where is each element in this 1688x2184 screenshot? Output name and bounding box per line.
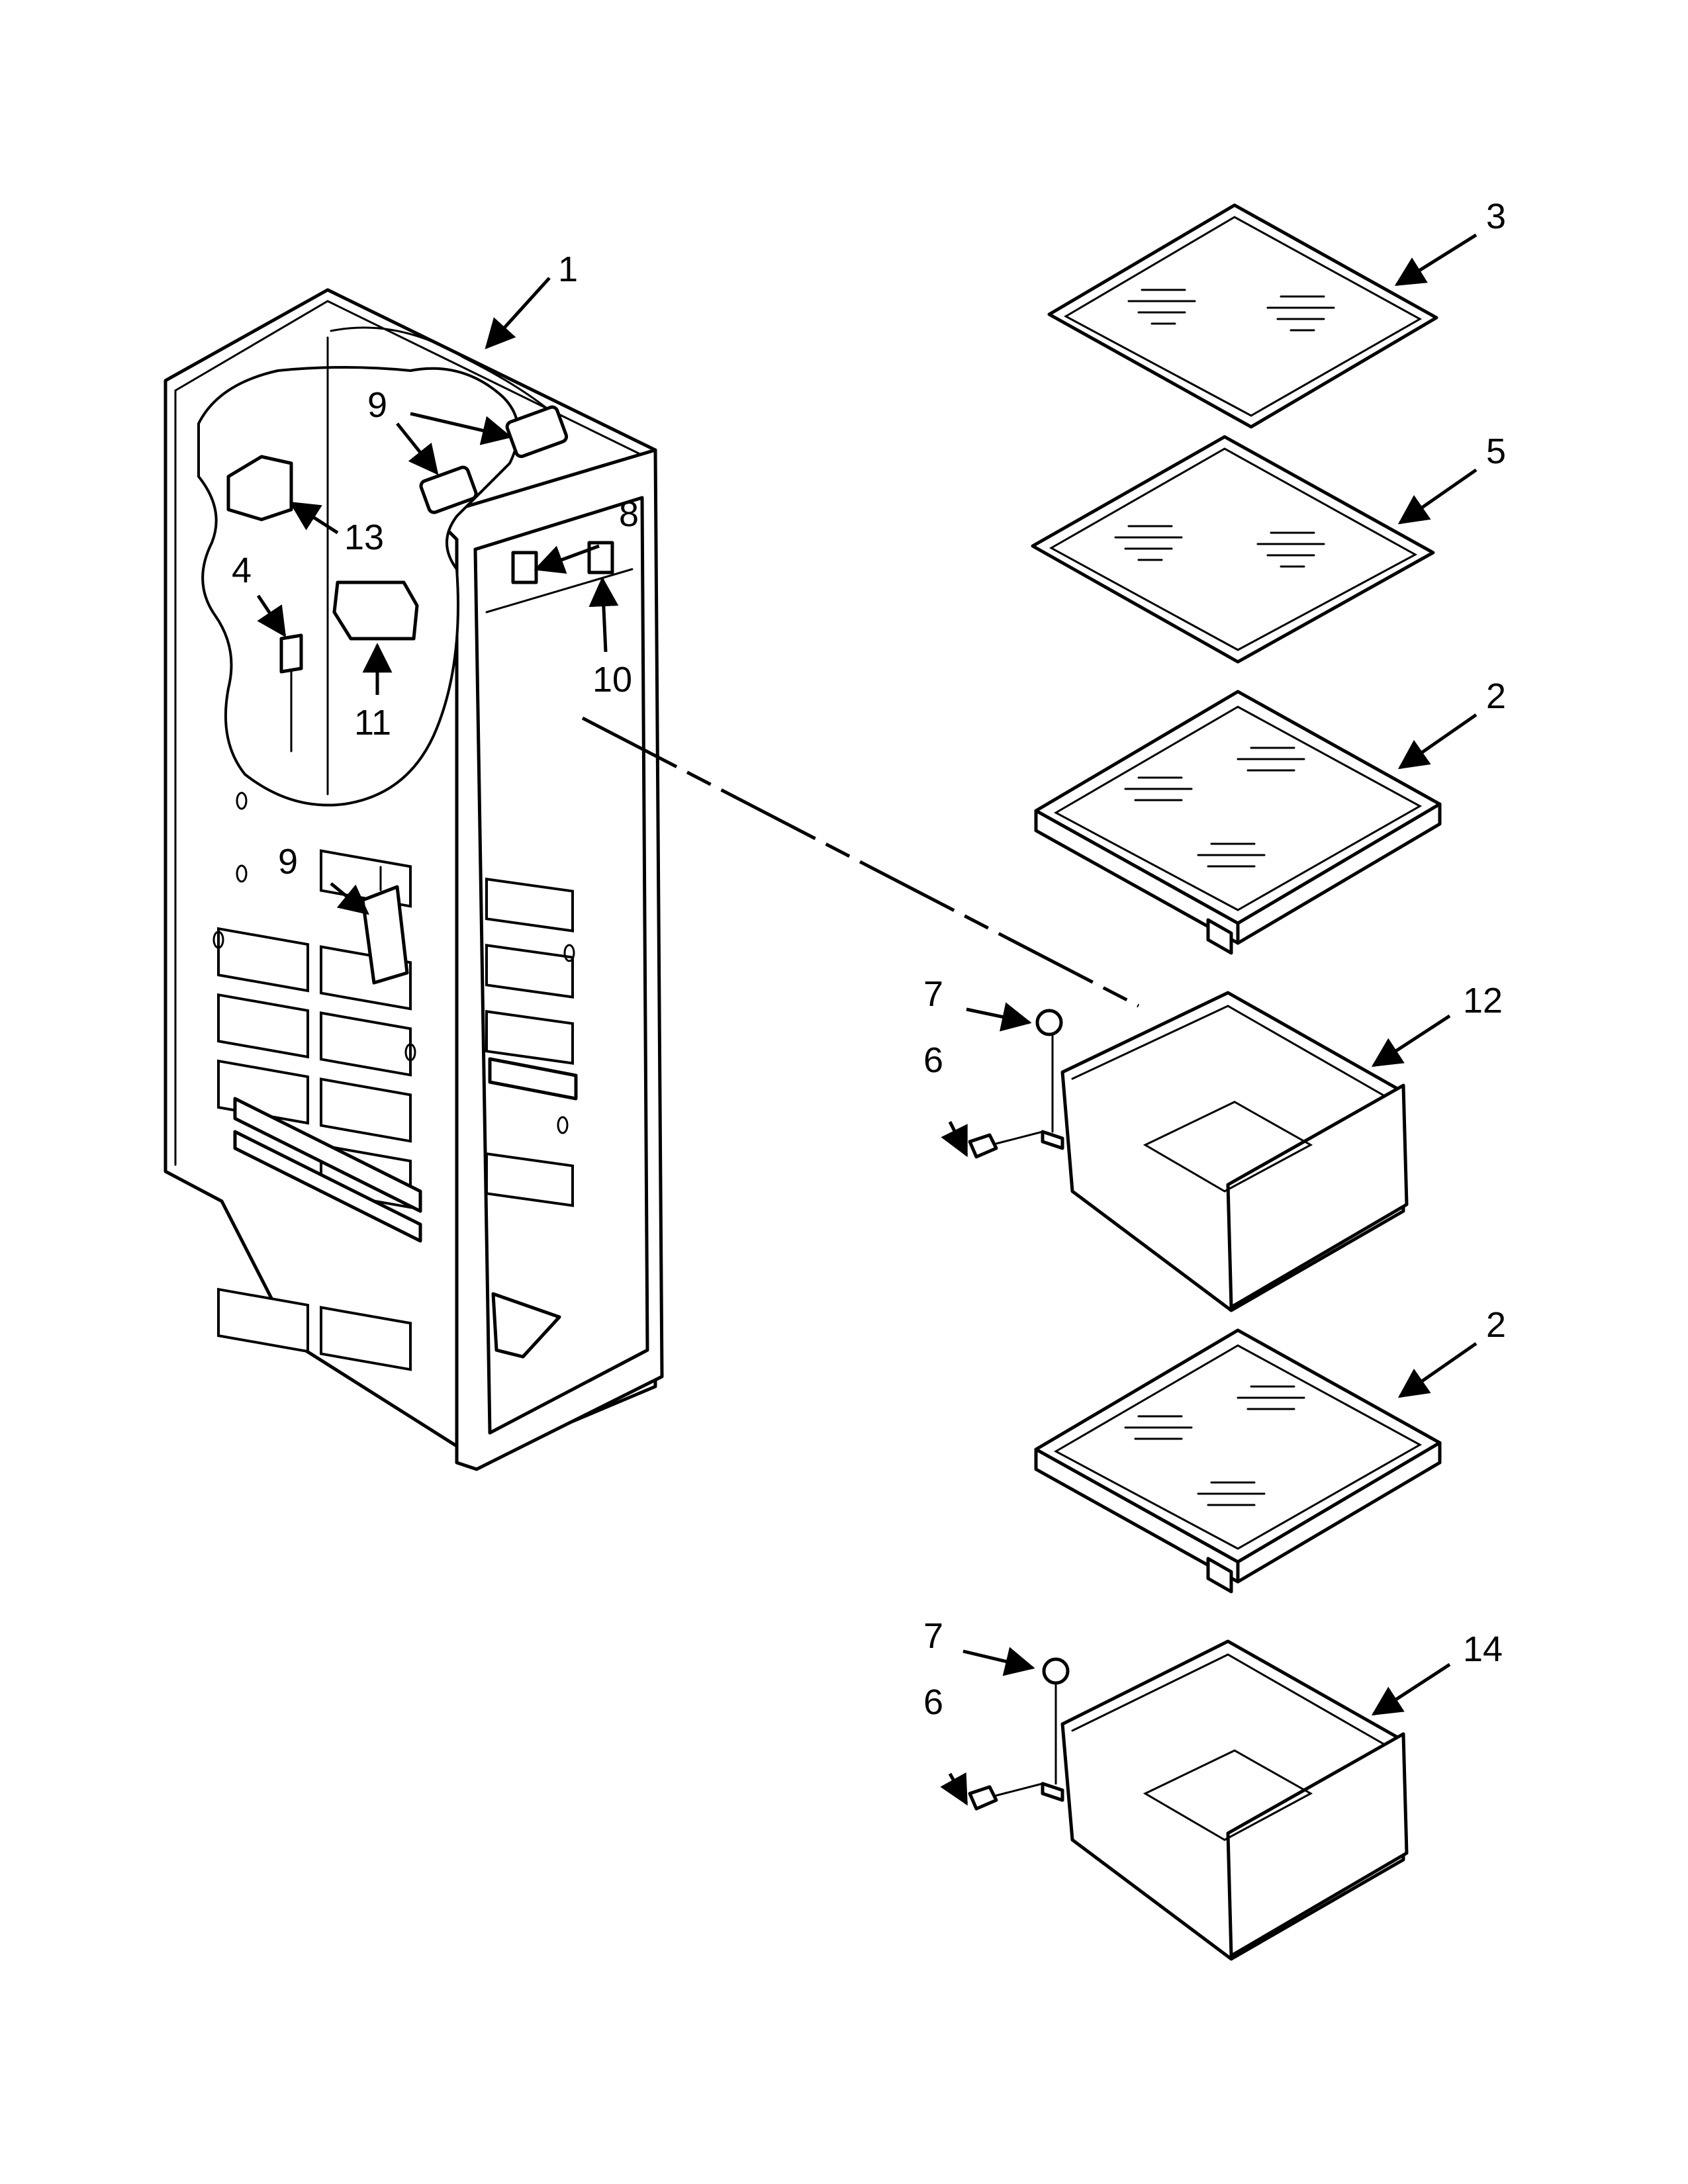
callout-11: 11: [354, 703, 391, 743]
glass-shelf-2-upper: [1034, 690, 1442, 955]
callout-1: 1: [558, 250, 578, 289]
callout-2-lower: 2: [1486, 1305, 1506, 1345]
leader-arrows: [256, 233, 1477, 1806]
callout-14: 14: [1463, 1629, 1503, 1669]
callout-labels: 1 3 5 2 12 2 14 7 6 7 6 9 9 8 10 11 13 4: [232, 197, 1506, 1722]
right-wall-recesses: [485, 878, 574, 1207]
cabinet-components: [226, 405, 614, 985]
callout-10: 10: [592, 660, 632, 700]
callout-5: 5: [1486, 432, 1506, 471]
callout-6-lower: 6: [923, 1682, 943, 1722]
callout-3: 3: [1486, 197, 1506, 236]
callout-7-lower: 7: [923, 1616, 943, 1656]
callout-7-upper: 7: [923, 974, 943, 1014]
callout-12: 12: [1463, 981, 1503, 1021]
left-wall-recesses: [217, 849, 412, 1371]
callout-13: 13: [344, 518, 384, 557]
glass-shelf-3: [1047, 203, 1438, 429]
callout-4: 4: [232, 551, 252, 590]
callout-2-upper: 2: [1486, 676, 1506, 716]
glass-shelf-2-lower: [1034, 1328, 1442, 1594]
callout-8: 8: [619, 494, 639, 534]
callout-9-upper: 9: [367, 385, 387, 425]
callout-6-upper: 6: [923, 1040, 943, 1080]
crisper-drawer-12: [968, 991, 1409, 1312]
alignment-line: [581, 716, 1140, 1008]
crisper-drawer-14: [968, 1639, 1409, 1961]
glass-shelf-5: [1031, 435, 1435, 664]
cabinet-liner: [164, 288, 664, 1471]
callout-9-lower: 9: [278, 842, 298, 882]
